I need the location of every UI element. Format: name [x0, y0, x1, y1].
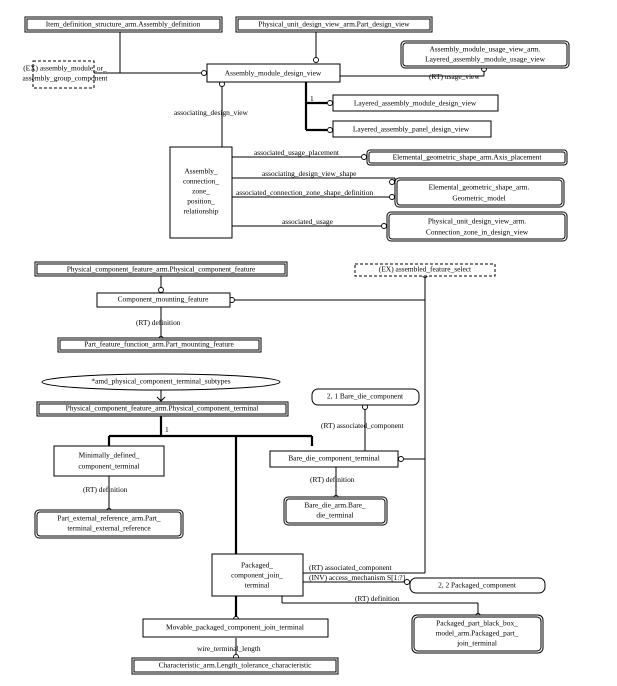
entity-minimally-defined-label-2: component_terminal — [78, 462, 139, 471]
entity-assembly-module-design-view-label: Assembly_module_design_view — [225, 69, 322, 78]
arrow-head-subtypes — [156, 396, 166, 402]
entity-amd-subtypes — [41, 373, 281, 391]
entity-geometric-model-label-2: Geometric_model — [452, 194, 505, 203]
entity-ex-assembled-feature — [354, 263, 496, 277]
endpoint-circle — [389, 194, 395, 200]
endpoint-circle — [201, 70, 207, 76]
entity-ex-assembly-group — [32, 60, 95, 89]
endpoint-circle — [361, 154, 367, 160]
entity-assembly-usage-view-label-2: Layered_assembly_module_usage_view — [425, 55, 546, 64]
entity-layered-module-label: Layered_assembly_module_design_view — [354, 99, 477, 108]
endpoint-circle — [158, 287, 164, 293]
label-one-b: 1 — [165, 425, 169, 434]
entity-geometric-model-label-1: Elemental_geometric_shape_arm. — [429, 183, 530, 192]
acz-label-4: position_ — [187, 197, 215, 206]
connectors — [94, 32, 485, 655]
endpoint-circle — [313, 57, 319, 63]
entity-minimally-defined — [53, 445, 165, 477]
entity-component-mounting-feature — [96, 292, 231, 308]
endpoint-circle — [381, 223, 387, 229]
entity-bare-die-arm-label-2: die_terminal — [316, 511, 353, 520]
entity-ex-assembly-group-label-2: assembly_group_component — [23, 74, 109, 83]
label-rt-definition-packaged: (RT) definition — [355, 594, 400, 603]
entity-connection-zone-label-1: Physical_unit_design_view_arm. — [428, 217, 526, 226]
acz-label-2: connection_ — [183, 177, 219, 186]
entity-part-external-reference-label-1: Part_external_reference_arm.Part_ — [57, 514, 161, 523]
label-associated-connection-zone-shape-definition: associated_connection_zone_shape_definit… — [236, 188, 373, 197]
entity-bare-die-terminal-label: Bare_die_component_terminal — [288, 454, 380, 463]
label-rt-definition-minimally-defined: (RT) definition — [83, 485, 128, 494]
label-associating-design-view-shape: associating_design_view_shape — [262, 169, 357, 178]
entity-packaged-component-ref-label: 2, 2 Packaged_component — [438, 581, 517, 590]
entity-movable — [142, 618, 329, 638]
label-rt-associated-component-packaged: (RT) associated_component — [309, 563, 393, 572]
label-rt-associated-component-bare-die: (RT) associated_component — [321, 421, 405, 430]
entity-pcf-terminal-label: Physical_component_feature_arm.Physical_… — [66, 404, 259, 413]
entity-bare-die-terminal — [269, 450, 399, 468]
entity-packaged-part-black-box-label-3: join_terminal — [456, 639, 497, 648]
label-one-a: 1 — [310, 94, 314, 103]
acz-label-5: relationship — [184, 207, 219, 216]
entity-component-mounting-feature-label: Component_mounting_feature — [118, 295, 209, 304]
entity-pcjt-label-3: terminal — [245, 581, 270, 590]
endpoint-circle — [389, 179, 395, 185]
label-rt-usage-view: (RT) usage_view — [429, 72, 480, 81]
entity-item-definition-label: Item_definition_structure_arm.Assembly_d… — [46, 20, 201, 29]
entity-packaged-part-black-box-label-2: model_arm.Packaged_part_ — [436, 629, 519, 638]
entity-bare-die-component-ref — [311, 388, 420, 406]
entity-part-mounting-feature-label: Part_feature_function_arm.Part_mounting_… — [84, 340, 234, 349]
entity-assembly-connection-zone — [169, 146, 233, 239]
entity-minimally-defined-label-1: Minimally_defined_ — [79, 451, 140, 460]
entity-pcjt-label-2: component_join_ — [231, 571, 283, 580]
entity-packaged-component-ref — [409, 577, 546, 594]
entity-layered-panel-label: Layered_assembly_panel_design_view — [353, 125, 470, 134]
entity-movable-label: Movable_packaged_component_join_terminal — [166, 623, 304, 632]
entity-layered-panel — [332, 120, 492, 138]
entity-amd-subtypes-label: *amd_physical_component_terminal_subtype… — [91, 377, 230, 386]
endpoint-circle — [327, 127, 333, 133]
entity-bare-die-arm-label-1: Bare_die_arm.Bare_ — [304, 501, 366, 510]
label-associating-design-view: associating_design_view — [174, 108, 249, 117]
label-rt-definition-bare-die: (RT) definition — [310, 475, 355, 484]
entity-bare-die-component-ref-label: 2, 1 Bare_die_component — [327, 392, 404, 401]
relation-labels: (RT) usage_view 1 associating_design_vie… — [83, 72, 480, 653]
endpoint-circle — [327, 100, 333, 106]
entity-boxes: Item_definition_structure_arm.Assembly_d… — [23, 16, 570, 675]
entity-axis-placement-label: Elemental_geometric_shape_arm.Axis_place… — [393, 153, 543, 162]
acz-label-3: zone_ — [192, 187, 210, 196]
label-rt-definition-cmf: (RT) definition — [136, 318, 181, 327]
acz-label-1: Assembly_ — [184, 167, 218, 176]
entity-ex-assembled-feature-label: (EX) assembled_feature_select — [379, 265, 472, 274]
entity-assembly-module-design-view — [206, 63, 341, 83]
entity-ex-assembly-group-label-1: (EX) assembly_module_or_ — [23, 64, 107, 73]
entity-connection-zone-label-2: Connection_zone_in_design_view — [426, 228, 529, 237]
label-inv-access-mechanism: (INV) access_mechanism S[1:?] — [309, 573, 405, 582]
entity-packaged-component-join-terminal — [211, 553, 304, 597]
entity-length-tolerance-label: Characteristic_arm.Length_tolerance_char… — [159, 661, 313, 670]
label-wire-terminal-length: wire_terminal_length — [197, 644, 261, 653]
entity-part-design-view-label: Physical_unit_design_view_arm.Part_desig… — [258, 20, 410, 29]
entity-packaged-part-black-box-label-1: Packaged_part_black_box_ — [436, 619, 518, 628]
entity-pcf-feature-label: Physical_component_feature_arm.Physical_… — [67, 265, 256, 274]
entity-assembly-usage-view-label-1: Assembly_module_usage_view_arm. — [429, 45, 540, 54]
label-associated-usage-placement: associated_usage_placement — [254, 148, 340, 157]
entity-pcjt-label-1: Packaged_ — [241, 561, 273, 570]
endpoint-circle — [398, 456, 404, 462]
entity-layered-module — [332, 94, 499, 112]
label-associated-usage: associated_usage — [282, 217, 334, 226]
entity-part-external-reference-label-2: terminal_external_reference — [67, 524, 151, 533]
endpoint-circle — [404, 579, 410, 585]
